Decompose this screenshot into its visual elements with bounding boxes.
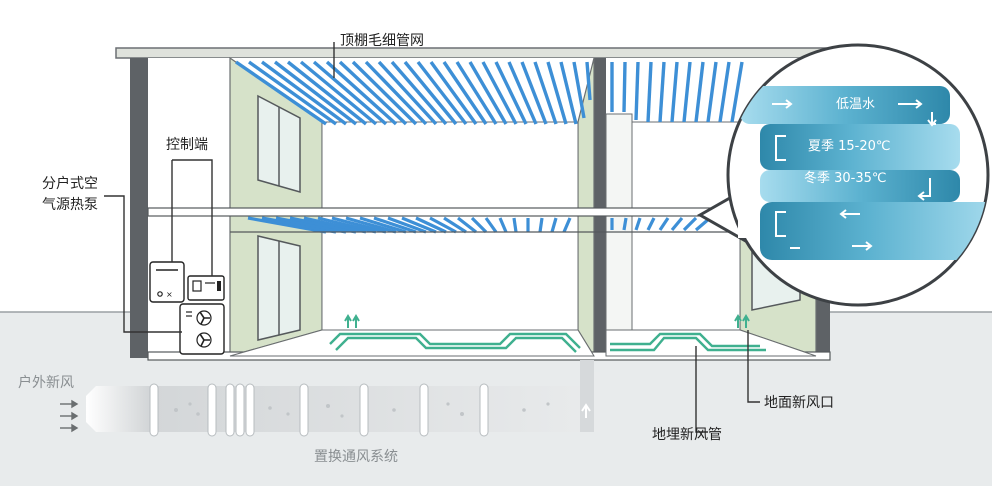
roof-slab [115,47,827,59]
window-lower [257,235,301,341]
floor-fresh-air-duct [329,332,766,353]
label-buried-duct: 地埋新风管 [652,427,722,443]
heat-pump-unit: × [149,261,185,303]
label-control-terminal: 控制端 [166,137,208,153]
svg-text:×: × [166,290,173,299]
label-outdoor-air: 户外新风 [18,375,74,391]
floor-vent-icon [344,314,750,328]
bubble-summer-temp: 夏季 15-20℃ [808,139,891,154]
left-outer-wall [130,58,148,358]
control-box [187,275,225,301]
label-heat-pump: 分户式空气源热泵 [42,176,98,213]
label-ceiling-capillary: 顶棚毛细管网 [340,33,424,49]
ventilation-duct [86,360,600,437]
fan-unit [179,303,225,355]
ceiling-capillary-lower [247,216,712,234]
window-upper [257,94,301,193]
label-ventilation-system: 置换通风系统 [314,449,398,465]
bubble-low-temp-water: 低温水 [836,97,876,112]
ceiling-capillary-upper [235,60,592,126]
water-loop-bubble [696,43,990,307]
label-floor-vent: 地面新风口 [764,395,834,411]
ceiling-capillary-upper-right [610,61,744,123]
leader-lines [104,42,760,433]
outdoor-air-arrows-icon [60,399,79,433]
bubble-winter-temp: 冬季 30-35℃ [804,171,887,186]
